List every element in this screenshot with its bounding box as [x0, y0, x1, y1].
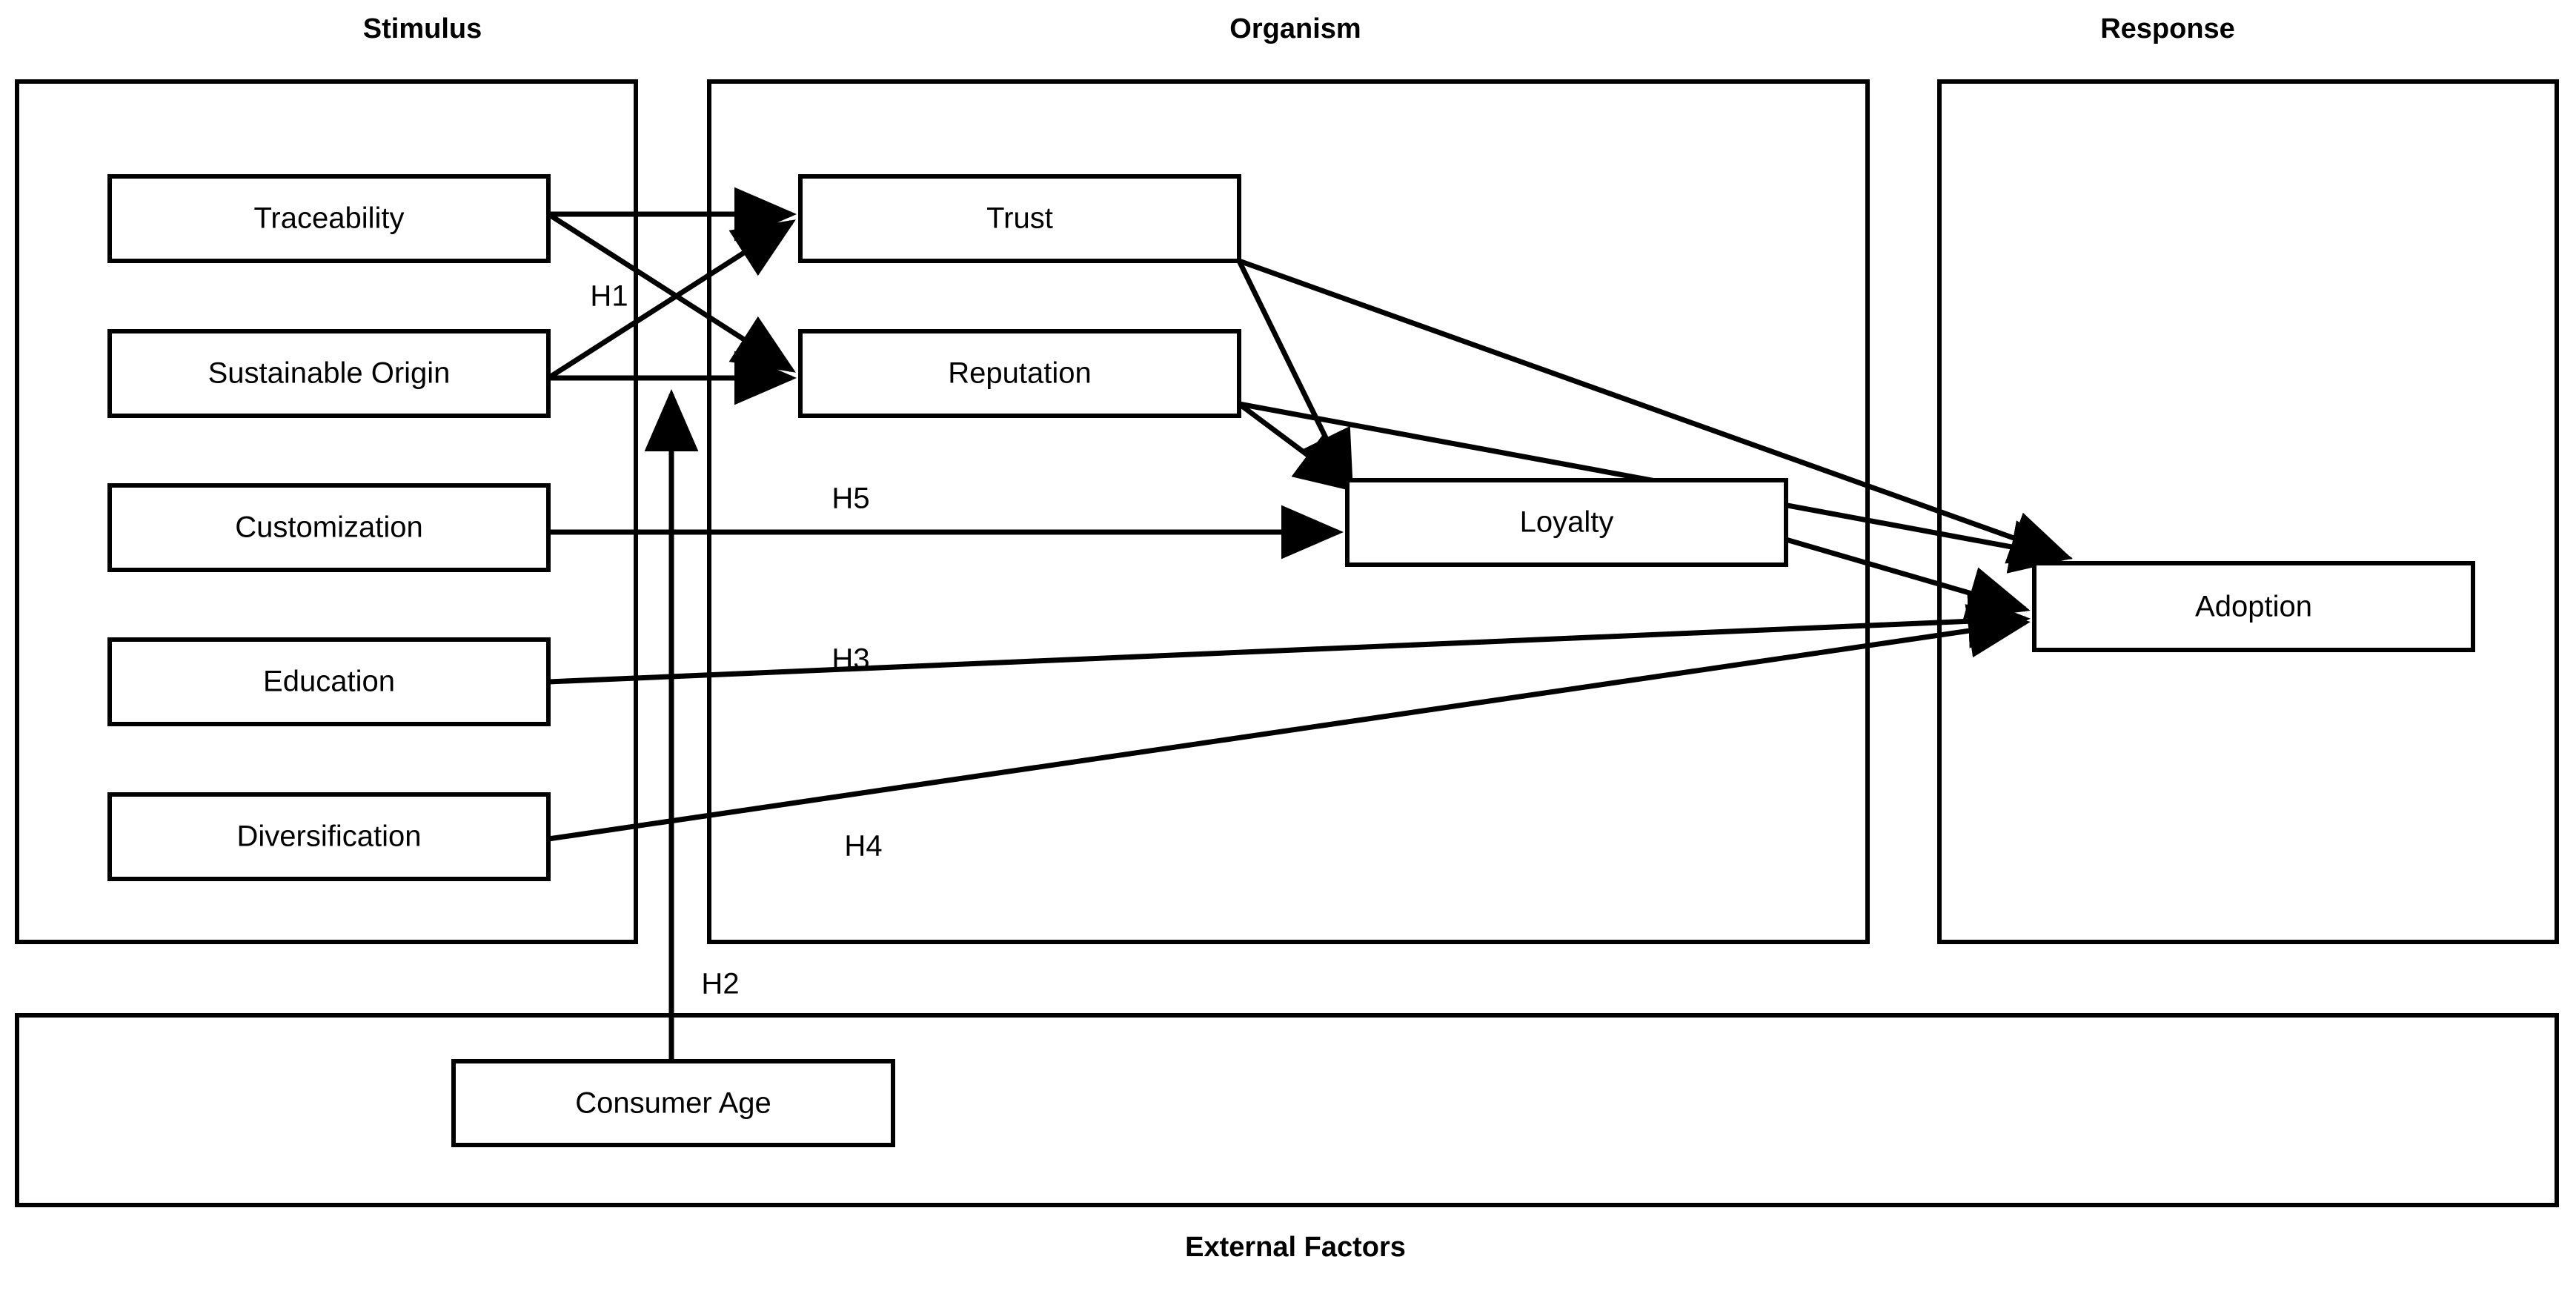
- edge-sustainable-origin-to-trust: [547, 219, 796, 380]
- panel-title-stimulus: Stimulus: [362, 13, 482, 44]
- node-label-customization: Customization: [235, 511, 423, 544]
- node-box-diversification[interactable]: [107, 792, 551, 881]
- node-label-adoption: Adoption: [2195, 590, 2312, 623]
- node-box-reputation[interactable]: [798, 329, 1241, 418]
- node-box-education[interactable]: [107, 637, 551, 726]
- node-label-reputation: Reputation: [948, 356, 1092, 390]
- node-label-education: Education: [263, 665, 395, 698]
- panel-title-external-factors: External Factors: [1185, 1232, 1406, 1263]
- nodes-layer: [107, 174, 2475, 1147]
- edge-loyalty-to-adoption: [1785, 537, 2031, 620]
- node-label-consumer-age: Consumer Age: [575, 1086, 771, 1119]
- node-box-trust[interactable]: [798, 174, 1241, 263]
- edge-trust-to-adoption: [1238, 258, 2073, 564]
- hypothesis-label-h3: H3: [831, 643, 870, 676]
- node-box-consumer-age[interactable]: [451, 1059, 895, 1147]
- hypothesis-label-h5: H5: [831, 482, 870, 515]
- panel-response: [1937, 79, 2559, 944]
- edge-diversification-to-adoption: [548, 604, 2031, 842]
- node-box-loyalty[interactable]: [1345, 478, 1788, 567]
- node-box-sustainable-origin[interactable]: [107, 329, 551, 418]
- node-label-diversification: Diversification: [236, 820, 422, 853]
- node-box-customization[interactable]: [107, 483, 551, 572]
- node-label-sustainable-origin: Sustainable Origin: [208, 356, 451, 390]
- node-label-traceability: Traceability: [253, 202, 405, 235]
- hypothesis-label-h1: H1: [590, 279, 628, 313]
- node-label-loyalty: Loyalty: [1519, 505, 1614, 539]
- hypothesis-label-h2: H2: [701, 967, 740, 1000]
- edge-reputation-to-loyalty: [1237, 402, 1358, 493]
- panel-title-response: Response: [2100, 13, 2235, 44]
- hypothesis-label-h4: H4: [844, 829, 883, 863]
- node-box-adoption[interactable]: [2032, 561, 2475, 652]
- node-box-traceability[interactable]: [107, 174, 551, 263]
- node-label-trust: Trust: [986, 202, 1053, 235]
- panel-title-organism: Organism: [1229, 13, 1361, 44]
- edge-education-to-adoption: [548, 594, 2031, 685]
- panel-external-factors: [15, 1013, 2559, 1207]
- edge-traceability-to-reputation: [547, 212, 796, 373]
- edges-layer: [547, 187, 2073, 1061]
